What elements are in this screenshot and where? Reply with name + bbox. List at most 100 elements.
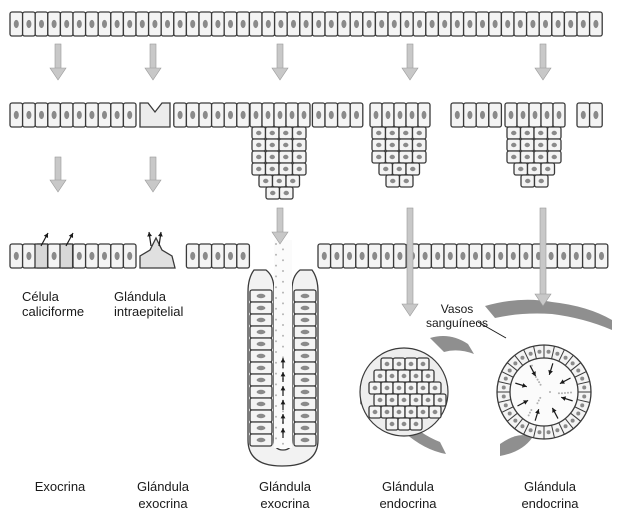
secretion-granule <box>275 383 277 385</box>
cell-nucleus <box>467 111 472 119</box>
cell-nucleus <box>409 386 414 390</box>
process-arrow <box>272 44 288 80</box>
cell-nucleus <box>304 20 309 28</box>
cell-nucleus <box>26 20 31 28</box>
arrow-shaft <box>150 44 156 69</box>
cell-nucleus <box>89 252 94 260</box>
cell-nucleus <box>397 386 402 390</box>
cell-nucleus <box>376 143 381 147</box>
cell-nucleus <box>297 167 302 171</box>
cell-nucleus <box>532 167 537 171</box>
cell-nucleus <box>341 20 346 28</box>
cell-nucleus <box>270 131 275 135</box>
cell-nucleus <box>241 252 246 260</box>
secretion-granule <box>564 392 566 394</box>
intraepithelial-gland <box>140 238 175 268</box>
cell-nucleus <box>385 410 390 414</box>
cell-nucleus <box>493 20 498 28</box>
cell-nucleus <box>498 252 503 260</box>
cell-nucleus <box>397 167 402 171</box>
cell-nucleus <box>190 252 195 260</box>
cell-nucleus <box>397 410 402 414</box>
cell-nucleus <box>530 20 535 28</box>
cell-nucleus <box>493 111 498 119</box>
cell-nucleus <box>433 386 438 390</box>
cell-nucleus <box>533 111 538 119</box>
cell-nucleus <box>329 20 334 28</box>
cell-nucleus <box>390 398 395 402</box>
cell-nucleus <box>378 398 383 402</box>
cell-nucleus <box>190 20 195 28</box>
cell-nucleus <box>102 111 107 119</box>
secretion-granule <box>570 391 572 393</box>
cell-nucleus <box>409 362 414 366</box>
arrow-shaft <box>407 208 413 305</box>
cell-nucleus <box>89 111 94 119</box>
secretion-granule <box>282 410 284 412</box>
cell-nucleus <box>580 403 584 407</box>
cell-nucleus <box>568 20 573 28</box>
cell-nucleus <box>409 410 414 414</box>
cell-nucleus <box>372 252 377 260</box>
arrow-head <box>145 68 161 80</box>
cell-nucleus <box>301 330 310 334</box>
cell-nucleus <box>509 111 514 119</box>
cell-nucleus <box>297 143 302 147</box>
cell-nucleus <box>301 414 310 418</box>
cell-nucleus <box>564 356 568 360</box>
cell-nucleus <box>257 294 266 298</box>
cell-nucleus <box>52 20 57 28</box>
secretion-granule <box>275 265 277 267</box>
secretion-arrow <box>147 232 152 246</box>
cell-nucleus <box>538 131 543 135</box>
cell-nucleus <box>390 422 395 426</box>
endocrine-cell-cluster <box>360 348 448 436</box>
cell-nucleus <box>257 378 266 382</box>
cell-nucleus <box>421 386 426 390</box>
cell-nucleus <box>525 179 530 183</box>
cell-nucleus <box>283 131 288 135</box>
cell-nucleus <box>390 143 395 147</box>
secretion-granule <box>282 302 284 304</box>
secretion-granule <box>275 416 277 418</box>
cell-nucleus <box>552 155 557 159</box>
cell-nucleus <box>77 252 82 260</box>
secretion-granule <box>275 308 277 310</box>
cell-nucleus <box>555 352 559 356</box>
cell-nucleus <box>266 111 271 119</box>
cell-nucleus <box>283 143 288 147</box>
cell-nucleus <box>257 318 266 322</box>
secretion-granule <box>558 392 560 394</box>
cell-nucleus <box>290 111 295 119</box>
cell-nucleus <box>435 252 440 260</box>
intraepithelial-gland-label: Glándulaintraepitelial <box>114 289 183 319</box>
cell-nucleus <box>513 361 517 365</box>
secretion-granule <box>282 313 284 315</box>
arrow-shaft <box>55 44 61 69</box>
cell-nucleus <box>480 111 485 119</box>
cell-nucleus <box>52 252 57 260</box>
cell-nucleus <box>376 155 381 159</box>
secretion-granule <box>282 346 284 348</box>
cell-nucleus <box>257 342 266 346</box>
cell-nucleus <box>241 20 246 28</box>
arrow-shaft <box>407 44 413 69</box>
cell-nucleus <box>582 395 586 399</box>
cell-nucleus <box>397 252 402 260</box>
secretion-granule <box>275 405 277 407</box>
cell-nucleus <box>290 179 295 183</box>
cell-nucleus <box>39 111 44 119</box>
cell-nucleus <box>430 20 435 28</box>
cell-nucleus <box>537 430 541 434</box>
cell-nucleus <box>417 20 422 28</box>
cell-nucleus <box>256 131 261 135</box>
cell-nucleus <box>421 362 426 366</box>
cell-nucleus <box>301 378 310 382</box>
cell-nucleus <box>511 143 516 147</box>
caption-exocrine-gland-2: Glándulaexocrina <box>240 478 330 512</box>
cell-nucleus <box>283 155 288 159</box>
cell-nucleus <box>256 155 261 159</box>
secretion-granule <box>275 243 277 245</box>
